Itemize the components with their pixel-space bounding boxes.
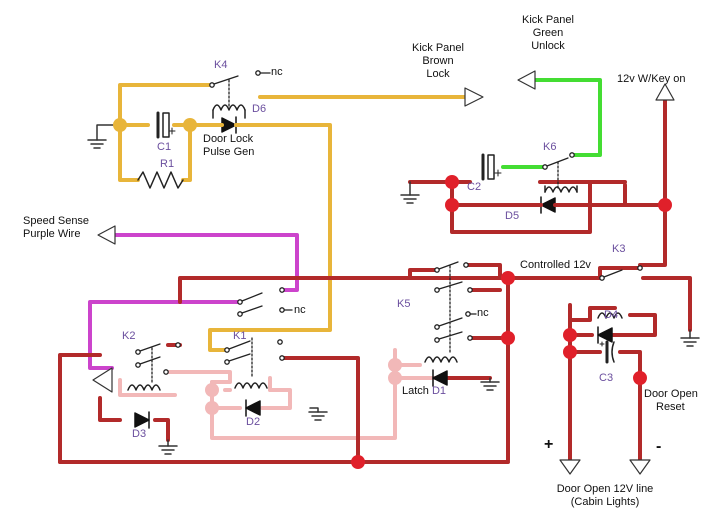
label-door-open-line-line1: Door Open 12V line xyxy=(556,483,654,495)
label-controlled-12v: Controlled 12v xyxy=(520,259,591,271)
label-plus: + xyxy=(544,436,554,453)
terminal-minus xyxy=(629,459,651,475)
label-d2: D2 xyxy=(246,416,261,428)
green-wire xyxy=(501,78,602,169)
label-k3: K3 xyxy=(612,243,626,255)
terminal-kick-brown xyxy=(464,87,484,107)
label-kick-green-line1: Kick Panel xyxy=(522,14,574,26)
label-k1: K1 xyxy=(233,330,247,342)
label-d4: D4 xyxy=(604,309,619,321)
label-k2: K2 xyxy=(122,330,136,342)
label-kick-brown-line2: Brown xyxy=(422,55,454,67)
label-d5: D5 xyxy=(505,210,520,222)
terminal-speed-sense xyxy=(97,225,116,245)
label-latch-text: Latch xyxy=(402,385,429,397)
terminal-kick-green xyxy=(517,70,536,90)
capacitor-c1 xyxy=(156,111,176,139)
label-d3: D3 xyxy=(132,428,147,440)
label-k4: K4 xyxy=(214,59,228,71)
label-door-open-line-line2: (Cabin Lights) xyxy=(570,496,640,508)
label-door-lock-gen-line2: Pulse Gen xyxy=(203,146,255,158)
label-door-lock-gen-line1: Door Lock xyxy=(203,133,254,145)
label-door-open-reset: Door Open Reset xyxy=(644,388,698,414)
label-kick-green-line3: Unlock xyxy=(531,40,565,52)
magenta-wire xyxy=(88,233,299,370)
junctions-pink xyxy=(205,358,402,415)
label-kick-green-line2: Green xyxy=(532,27,564,39)
terminals xyxy=(92,70,675,475)
label-r1: R1 xyxy=(160,158,175,170)
label-d6: D6 xyxy=(252,103,267,115)
label-c3: C3 xyxy=(599,372,614,384)
label-door-open-reset-line2: Reset xyxy=(656,401,685,413)
label-k1-upper-nc: nc xyxy=(294,304,306,316)
relay-coils xyxy=(127,104,623,391)
capacitor-c3 xyxy=(599,340,615,364)
terminal-k2 xyxy=(92,367,113,393)
terminal-plus xyxy=(559,459,581,475)
label-door-open-line: Door Open 12V line (Cabin Lights) xyxy=(540,483,670,509)
label-key-on: 12v W/Key on xyxy=(617,73,686,85)
label-speed-sense-line2: Purple Wire xyxy=(23,228,81,240)
label-k5: K5 xyxy=(397,298,411,310)
diodes xyxy=(134,116,613,429)
label-speed-sense-line1: Speed Sense xyxy=(23,215,90,227)
terminal-key-on xyxy=(655,83,675,101)
capacitor-c2 xyxy=(481,153,502,181)
label-kick-brown: Kick Panel Brown Lock xyxy=(398,42,478,81)
label-kick-green: Kick Panel Green Unlock xyxy=(508,14,588,53)
label-minus: - xyxy=(656,438,662,455)
label-c1: C1 xyxy=(157,141,172,153)
label-kick-brown-line3: Lock xyxy=(426,68,450,80)
label-door-open-reset-line1: Door Open xyxy=(644,388,698,400)
label-door-lock-gen: Door Lock Pulse Gen xyxy=(203,133,254,159)
label-d1: D1 xyxy=(431,385,447,397)
label-c2: C2 xyxy=(467,181,482,193)
resistor-r1 xyxy=(137,171,184,189)
label-latch: Latch D1 xyxy=(402,385,446,398)
junctions-red xyxy=(351,175,672,469)
label-k5-nc: nc xyxy=(477,307,489,319)
label-kick-brown-line1: Kick Panel xyxy=(412,42,464,54)
label-speed-sense: Speed Sense Purple Wire xyxy=(23,215,89,241)
relay-contacts xyxy=(135,70,643,383)
junctions-orange xyxy=(113,118,197,132)
grounds xyxy=(87,124,700,455)
label-k6: K6 xyxy=(543,141,557,153)
label-k4-nc: nc xyxy=(271,66,283,78)
